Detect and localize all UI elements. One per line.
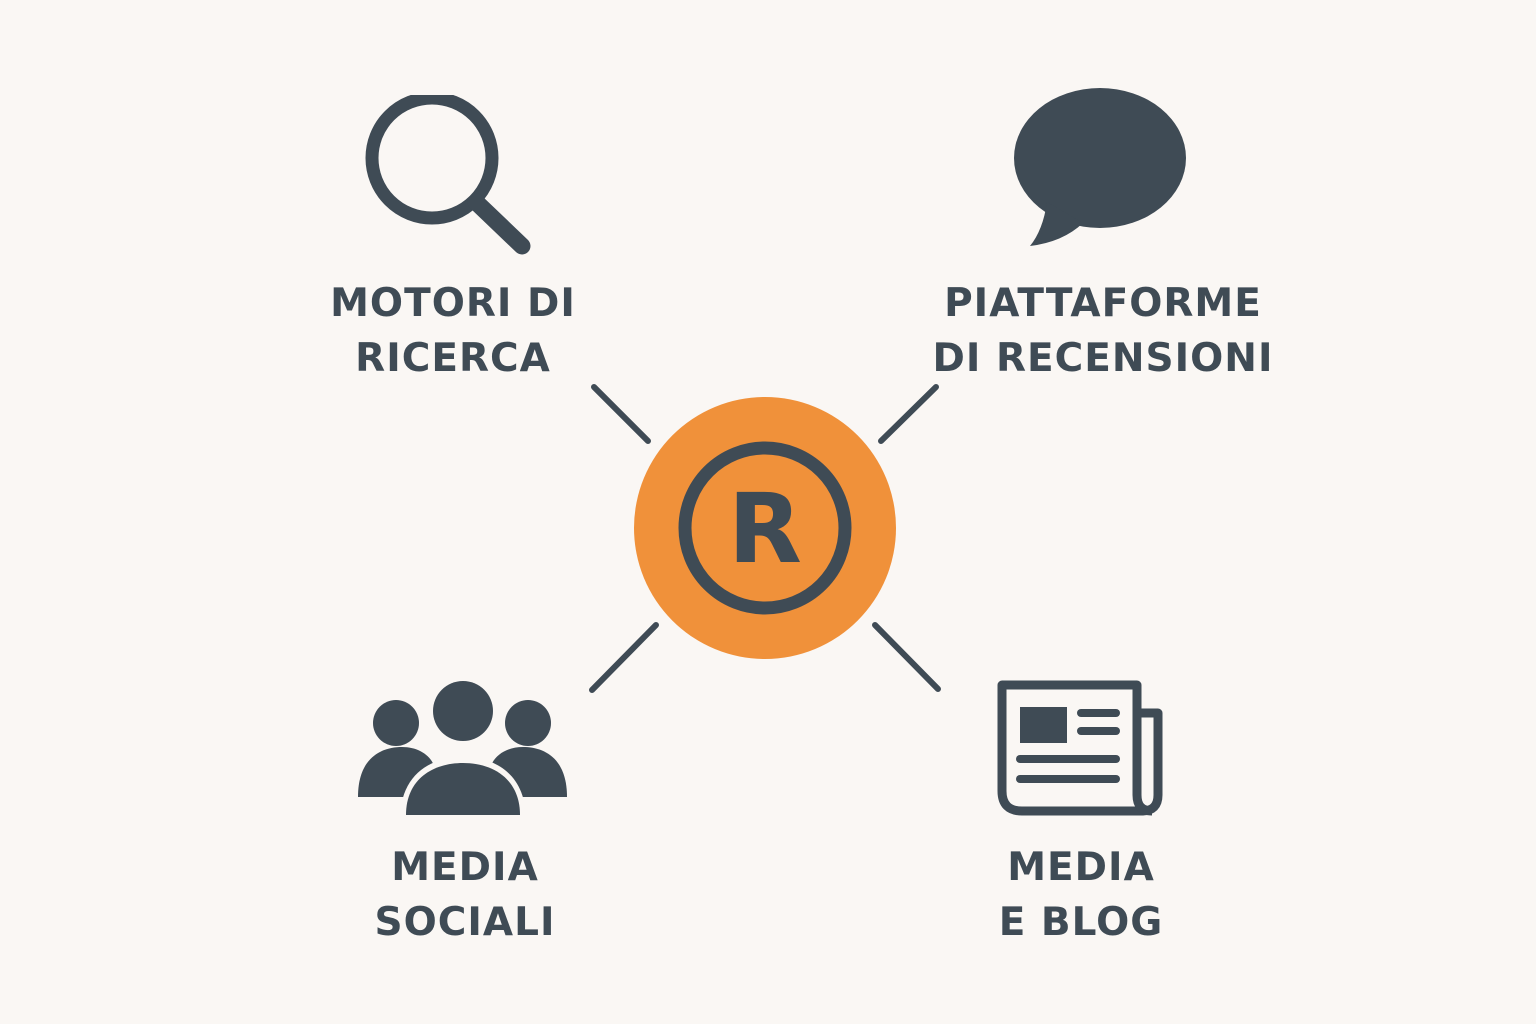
connector-search	[591, 384, 651, 444]
node-label-line: MEDIA	[1007, 845, 1155, 890]
connector-blog	[872, 622, 941, 692]
search-icon	[365, 95, 531, 255]
registered-trademark-icon	[678, 441, 852, 615]
node-label-line: MEDIA	[391, 845, 539, 890]
brand-hub: R	[634, 397, 896, 659]
people-icon	[358, 678, 567, 820]
speech-bubble-icon	[1014, 88, 1186, 246]
node-label-media-blog: MEDIA E BLOG	[960, 840, 1202, 950]
hub-letter: R	[728, 473, 802, 585]
connector-social	[589, 622, 659, 693]
node-label-search-engines: MOTORI DI RICERCA	[300, 276, 606, 386]
node-label-social-media: MEDIA SOCIALI	[320, 840, 610, 950]
node-label-line: SOCIALI	[374, 900, 556, 945]
newspaper-icon	[997, 680, 1163, 816]
hub-circle	[634, 397, 896, 659]
node-label-review-platforms: PIATTAFORME DI RECENSIONI	[921, 276, 1285, 386]
node-label-line: E BLOG	[998, 900, 1164, 945]
node-label-line: DI RECENSIONI	[932, 336, 1274, 381]
node-label-line: RICERCA	[355, 336, 551, 381]
node-label-line: MOTORI DI	[330, 281, 576, 326]
node-label-line: PIATTAFORME	[944, 281, 1262, 326]
connector-reviews	[878, 384, 939, 444]
